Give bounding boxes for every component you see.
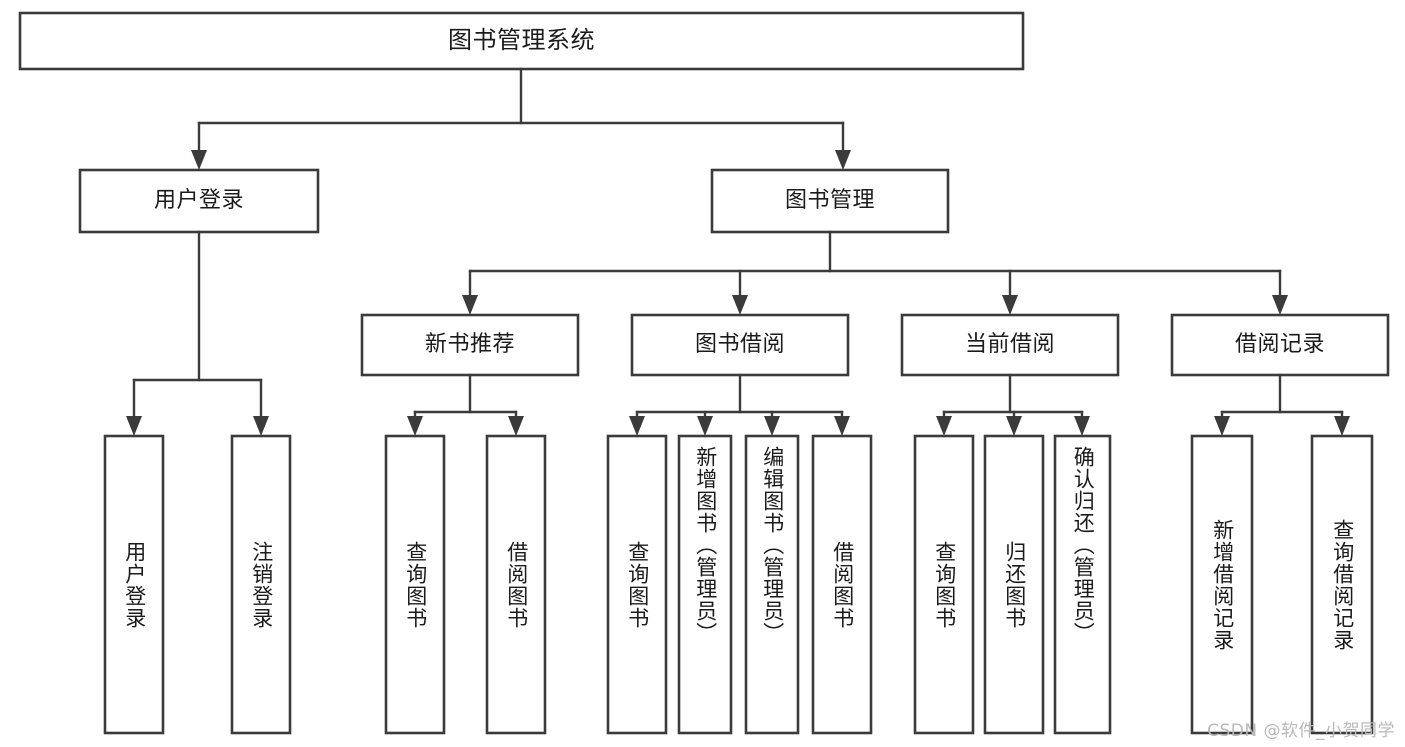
arrow-head-leaf-query-book-3: [936, 416, 952, 436]
arrow-head-book-borrow: [732, 295, 748, 315]
connector-userlogin-to-leaves: [126, 230, 269, 436]
arrow-head-book-manage: [835, 150, 851, 170]
node-box-leaf-query-book-1[interactable]: [384, 434, 446, 735]
arrow-head-leaf-add-book: [697, 416, 713, 436]
arrow-head-leaf-query-book-2: [629, 416, 645, 436]
node-box-new-book-rec[interactable]: [360, 313, 580, 377]
node-box-root[interactable]: [18, 11, 1025, 71]
node-box-borrow-record[interactable]: [1170, 313, 1390, 377]
node-box-leaf-add-book[interactable]: [677, 434, 733, 735]
arrow-head-leaf-query-book-1: [407, 416, 423, 436]
connector-newbookrec-to-leaves: [407, 373, 524, 436]
node-box-book-manage[interactable]: [710, 168, 950, 234]
node-box-leaf-confirm-return[interactable]: [1053, 434, 1112, 735]
node-box-leaf-borrow-book-2[interactable]: [811, 434, 873, 735]
connector-currentborrow-to-leaves: [936, 373, 1090, 436]
node-box-leaf-user-login[interactable]: [103, 434, 165, 735]
connector-bookmanage-to-level3: [462, 230, 1288, 315]
arrow-head-user-login: [191, 150, 207, 170]
node-box-user-login[interactable]: [78, 168, 320, 234]
arrow-head-leaf-query-record: [1334, 416, 1350, 436]
connector-root-to-level2: [191, 67, 851, 170]
arrow-head-new-book-rec: [462, 295, 478, 315]
node-box-leaf-edit-book[interactable]: [744, 434, 800, 735]
arrow-head-leaf-user-login: [126, 416, 142, 436]
node-box-leaf-query-record[interactable]: [1310, 434, 1374, 735]
node-box-leaf-add-record[interactable]: [1190, 434, 1254, 735]
node-rectangles: [18, 11, 1390, 735]
node-box-leaf-query-book-3[interactable]: [913, 434, 975, 735]
arrow-head-leaf-return-book: [1006, 416, 1022, 436]
arrow-head-leaf-edit-book: [764, 416, 780, 436]
arrow-head-borrow-record: [1272, 295, 1288, 315]
node-box-current-borrow[interactable]: [900, 313, 1120, 377]
node-box-leaf-user-logout[interactable]: [230, 434, 292, 735]
connector-bookborrow-to-leaves: [629, 373, 850, 436]
node-box-leaf-borrow-book-1[interactable]: [485, 434, 547, 735]
node-box-leaf-return-book[interactable]: [983, 434, 1045, 735]
connector-borrowrecord-to-leaves: [1214, 373, 1350, 436]
node-box-book-borrow[interactable]: [630, 313, 850, 377]
arrow-head-leaf-confirm-return: [1074, 416, 1090, 436]
arrow-head-leaf-add-record: [1214, 416, 1230, 436]
arrow-head-current-borrow: [1002, 295, 1018, 315]
arrow-head-leaf-user-logout: [253, 416, 269, 436]
csdn-watermark: CSDN @软件_小贺同学: [1207, 721, 1395, 741]
arrow-head-leaf-borrow-book-2: [834, 416, 850, 436]
arrow-head-leaf-borrow-book-1: [508, 416, 524, 436]
node-box-leaf-query-book-2[interactable]: [606, 434, 668, 735]
